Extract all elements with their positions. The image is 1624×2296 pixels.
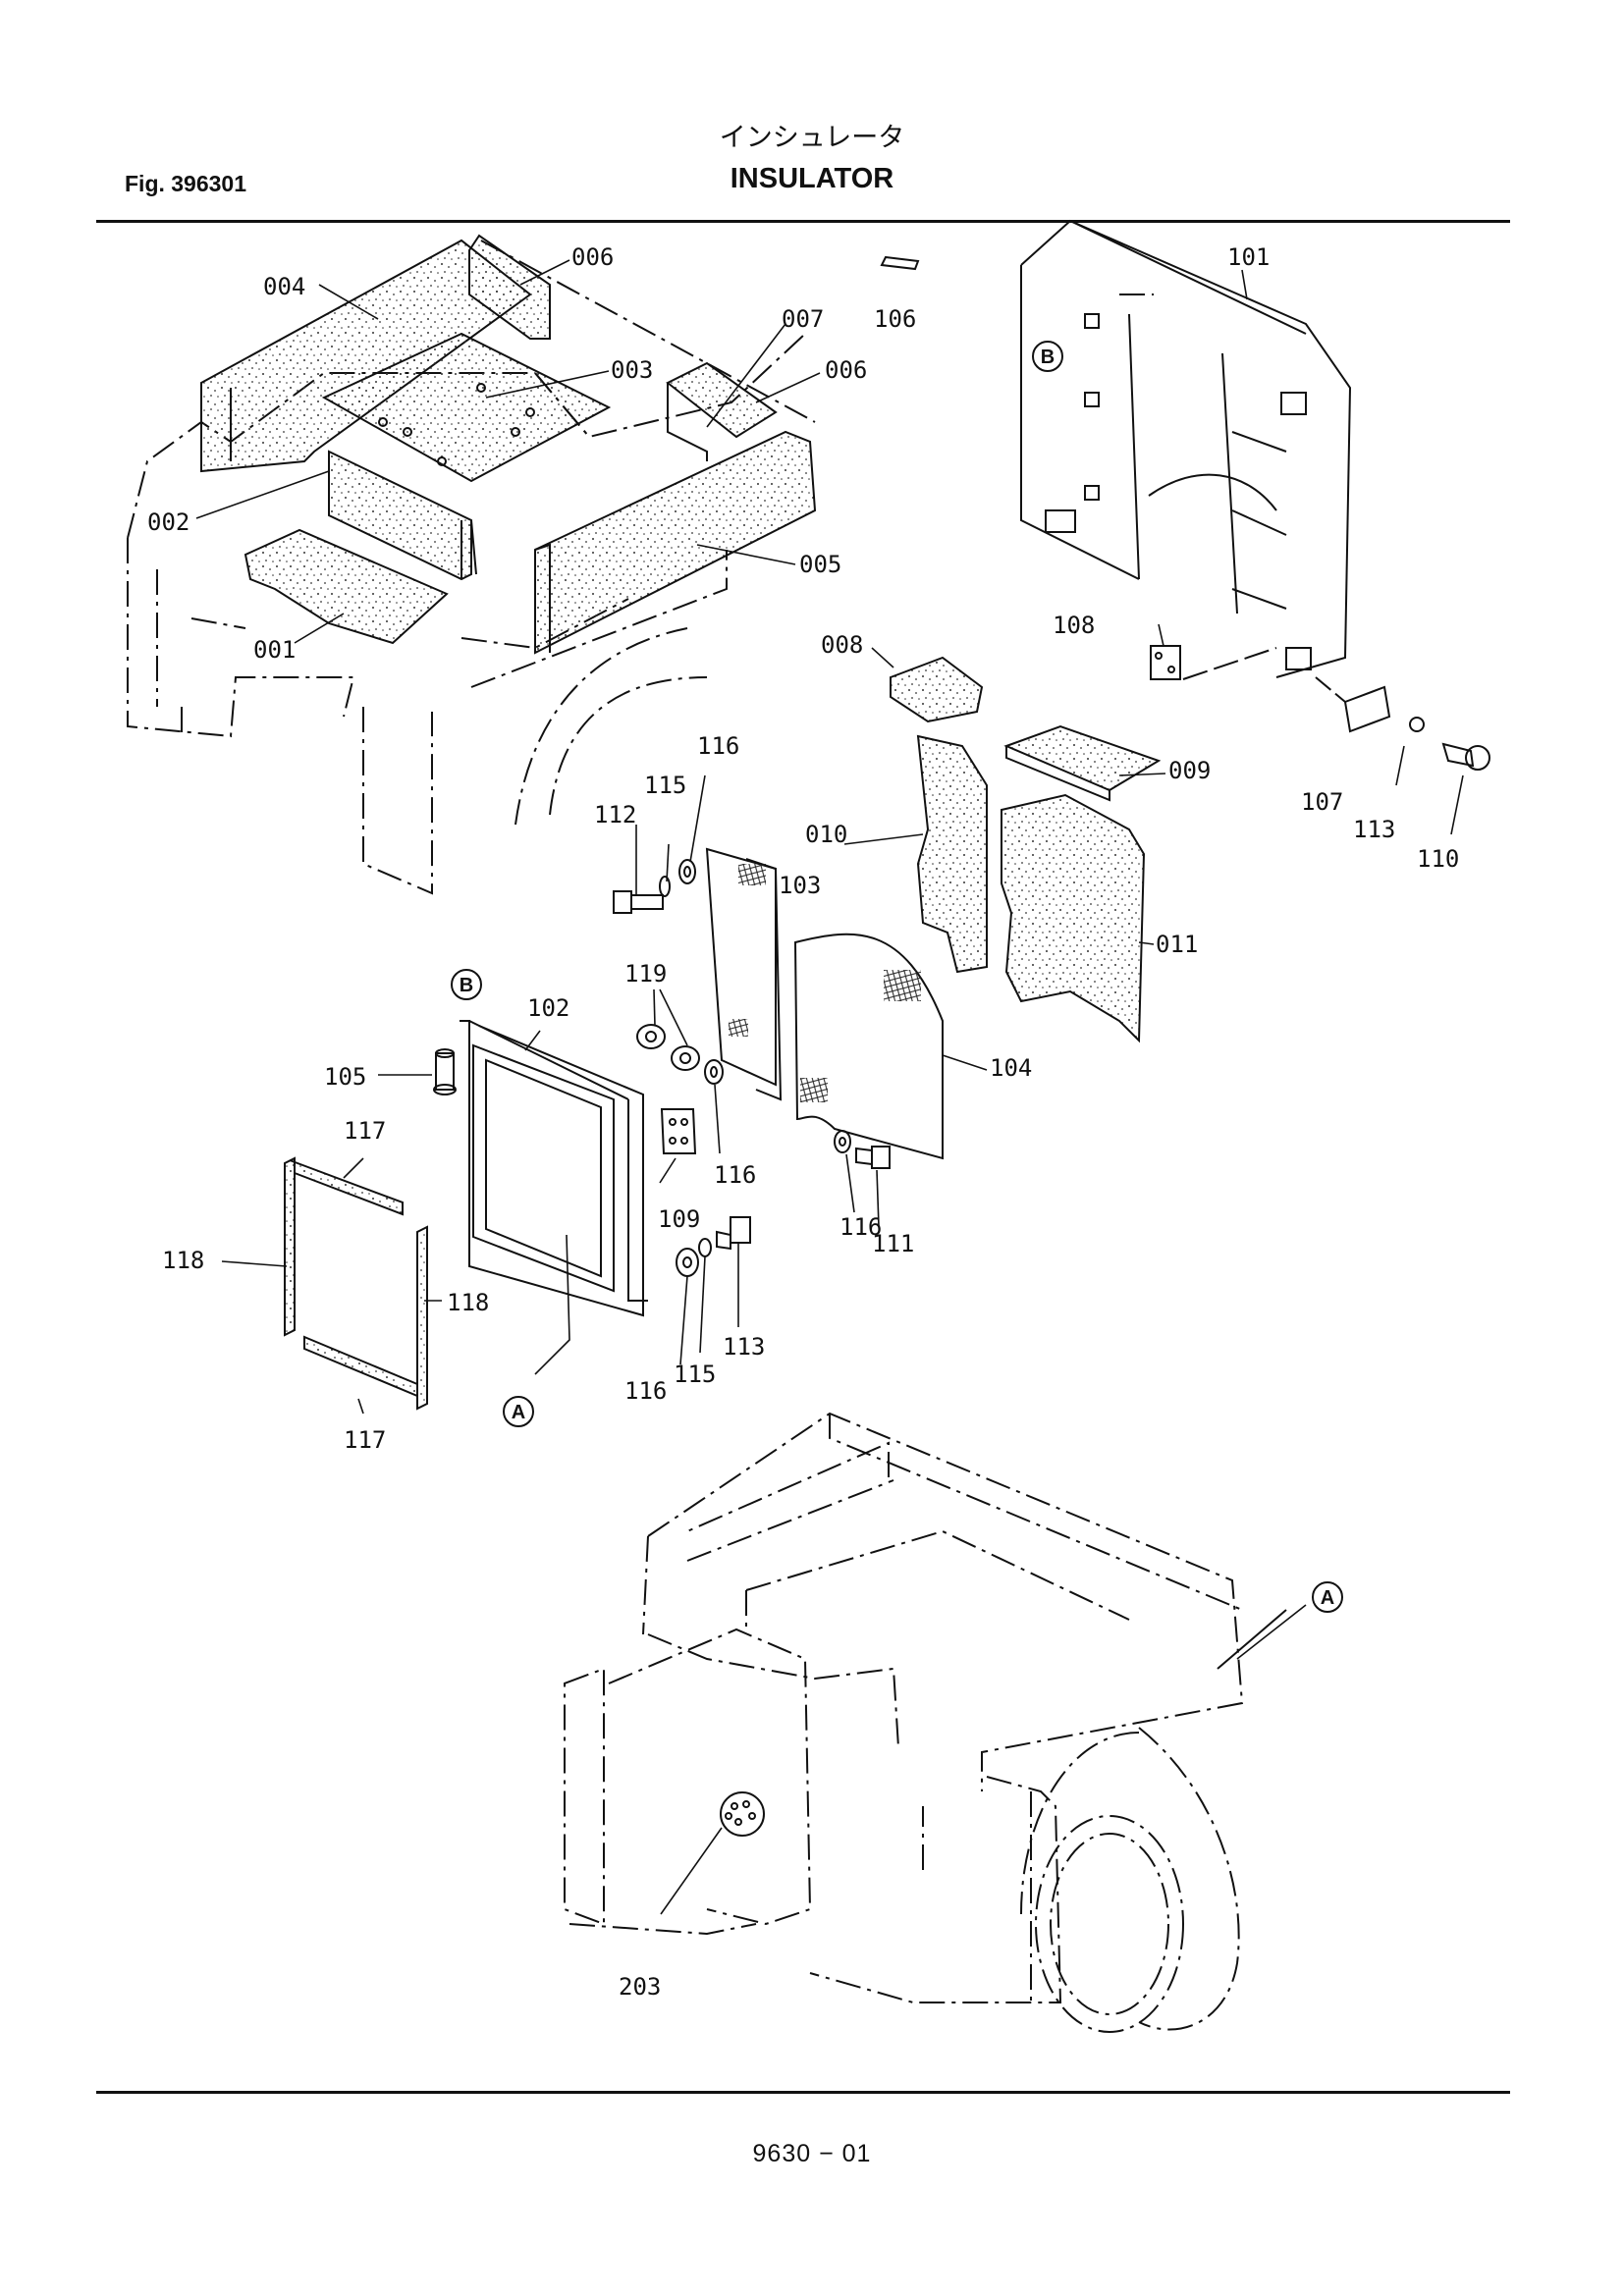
callout-115-upper: 115	[644, 772, 686, 799]
washer-115-upper	[659, 876, 671, 897]
callout-103: 103	[779, 872, 821, 899]
pin-105	[433, 1048, 457, 1095]
callout-001: 001	[253, 636, 296, 664]
callout-011: 011	[1156, 931, 1198, 958]
washer-116-right	[834, 1130, 851, 1153]
callout-106: 106	[874, 305, 916, 333]
insulator-009	[1003, 724, 1162, 802]
callout-labels: 004 006 003 007 006 002 005 001 008 009 …	[147, 243, 1459, 1454]
bolt-112	[613, 890, 664, 914]
callout-101: 101	[1227, 243, 1270, 271]
callout-004: 004	[263, 273, 305, 300]
page-number: 9630 − 01	[752, 2140, 872, 2167]
callout-009: 009	[1168, 757, 1211, 784]
title-japanese: インシュレータ	[719, 123, 905, 153]
callout-117-top: 117	[344, 1117, 386, 1145]
part-106	[880, 255, 920, 271]
callout-107: 107	[1301, 788, 1343, 816]
callout-109: 109	[658, 1205, 700, 1233]
callout-111: 113	[1353, 816, 1395, 843]
header-rule	[96, 220, 1510, 223]
insulator-008	[890, 656, 984, 723]
callout-203: 203	[619, 1973, 661, 2001]
ref-marker-a-machine: A	[1312, 1581, 1343, 1613]
callout-116-lower: 116	[624, 1377, 667, 1405]
plate-203	[720, 1791, 765, 1837]
machine-body-outline	[564, 1412, 1287, 2033]
callout-105: 105	[324, 1063, 366, 1091]
insulator-011	[1001, 793, 1146, 1043]
washer-116-lower	[676, 1248, 699, 1277]
callout-104: 104	[990, 1054, 1032, 1082]
callout-116-right: 116	[839, 1213, 882, 1241]
svg-text:B: B	[460, 975, 473, 996]
insulator-003	[321, 332, 612, 483]
part-110	[1441, 742, 1490, 771]
plate-104	[793, 933, 944, 1160]
callout-006-top: 006	[571, 243, 614, 271]
callout-005: 005	[799, 551, 841, 578]
svg-text:A: A	[512, 1402, 525, 1423]
callout-117-bottom: 117	[344, 1426, 386, 1454]
insulator-004	[200, 239, 532, 473]
leader-lines	[195, 259, 1464, 1915]
part-108	[1150, 645, 1277, 680]
insulator-006-upper	[468, 234, 551, 340]
callout-118-left: 118	[162, 1247, 204, 1274]
washer-116-mid	[704, 1059, 724, 1085]
plate-109	[660, 1108, 697, 1154]
reference-markers: B B A A	[451, 341, 1343, 1613]
callout-008: 008	[821, 631, 863, 659]
washer-115-lower	[698, 1238, 712, 1257]
callout-118-right: 118	[447, 1289, 489, 1316]
callout-119: 119	[624, 960, 667, 988]
callout-113-label-visible: 113	[723, 1333, 765, 1361]
callout-003: 003	[611, 356, 653, 384]
part-111	[1409, 717, 1425, 732]
insulator-001	[244, 528, 449, 645]
part-107	[1315, 676, 1391, 733]
callout-114: 111	[872, 1230, 914, 1257]
insulator-002	[328, 450, 477, 581]
callout-labels-lower: 109 113 116 115 203	[619, 1333, 765, 2001]
callout-102: 102	[527, 994, 569, 1022]
bolt-114	[855, 1146, 891, 1169]
insulator-010	[916, 734, 988, 974]
footer-rule	[96, 2091, 1510, 2094]
callout-108: 108	[1053, 612, 1095, 639]
callout-002: 002	[147, 508, 189, 536]
callout-110: 110	[1417, 845, 1459, 873]
ref-marker-a-frame: A	[503, 1396, 534, 1427]
seal-strips-117-118	[284, 1156, 428, 1411]
plate-103	[705, 847, 783, 1101]
svg-text:A: A	[1321, 1587, 1334, 1609]
nuts-119	[636, 1024, 700, 1071]
ref-marker-b-frame: B	[451, 969, 482, 1000]
callout-116-upper: 116	[697, 732, 739, 760]
ref-marker-b-top: B	[1032, 341, 1063, 372]
callout-007: 007	[782, 305, 824, 333]
title-english: INSULATOR	[730, 163, 894, 194]
figure-number: Fig. 396301	[125, 171, 247, 196]
bolt-113	[716, 1216, 751, 1251]
panel-101	[1020, 219, 1352, 678]
callout-006-right: 006	[825, 356, 867, 384]
callout-116-mid: 116	[714, 1161, 756, 1189]
insulator-005	[534, 430, 817, 655]
washer-116-upper	[678, 859, 696, 884]
svg-text:B: B	[1041, 347, 1055, 368]
frame-102	[460, 1020, 648, 1317]
callout-010: 010	[805, 821, 847, 848]
callout-112: 112	[594, 801, 636, 828]
callout-115-lower: 115	[674, 1361, 716, 1388]
